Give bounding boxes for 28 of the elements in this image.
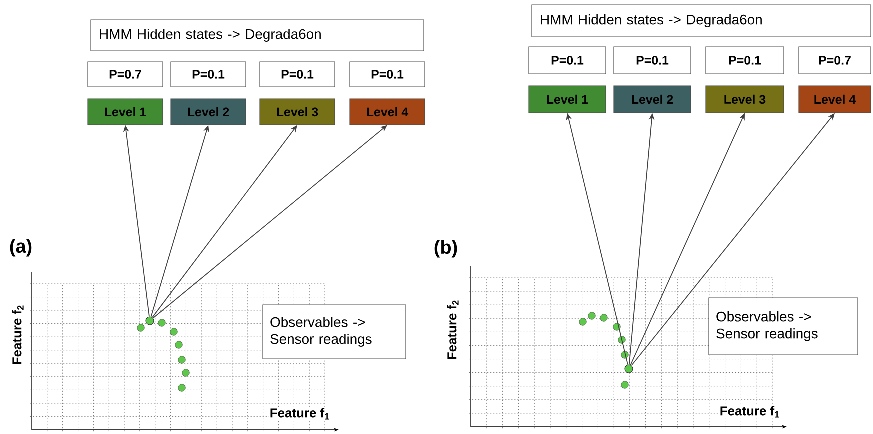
level-box: Level 1 [528,86,606,114]
level-box: Level 2 [614,86,692,114]
title-box: HMM Hidden states -> Degrada6on [532,4,872,38]
level-box: Level 1 [88,98,164,126]
data-point [146,316,154,326]
probability-box: P=0.1 [614,46,692,74]
probability-box: P=0.7 [798,46,872,74]
level-box: Level 4 [798,86,872,114]
title-box: HMM Hidden states -> Degrada6on [90,20,424,52]
observables-box: Observables -> Sensor readings [708,298,858,356]
probability-box: P=0.7 [88,62,164,88]
probability-box: P=0.1 [350,62,426,88]
probability-box: P=0.1 [170,62,246,88]
panel-label: (a) [10,239,32,257]
level-box: Level 3 [260,98,336,126]
axis-label: Feature f$_{2}$ [447,300,459,360]
axis-label: Feature f$_{1}$ [270,408,330,420]
probability-box: P=0.1 [260,62,336,88]
level-box: Level 4 [350,98,426,126]
data-point [624,364,634,374]
level-box: Level 2 [170,98,246,126]
probability-box: P=0.1 [528,46,606,74]
panel-label: (b) [434,240,458,258]
axis-label: Feature f$_{1}$ [720,406,780,418]
probability-box: P=0.1 [706,46,784,74]
level-box: Level 3 [706,86,784,114]
observables-box: Observables -> Sensor readings [262,304,406,360]
axis-label: Feature f$_{2}$ [12,306,24,364]
